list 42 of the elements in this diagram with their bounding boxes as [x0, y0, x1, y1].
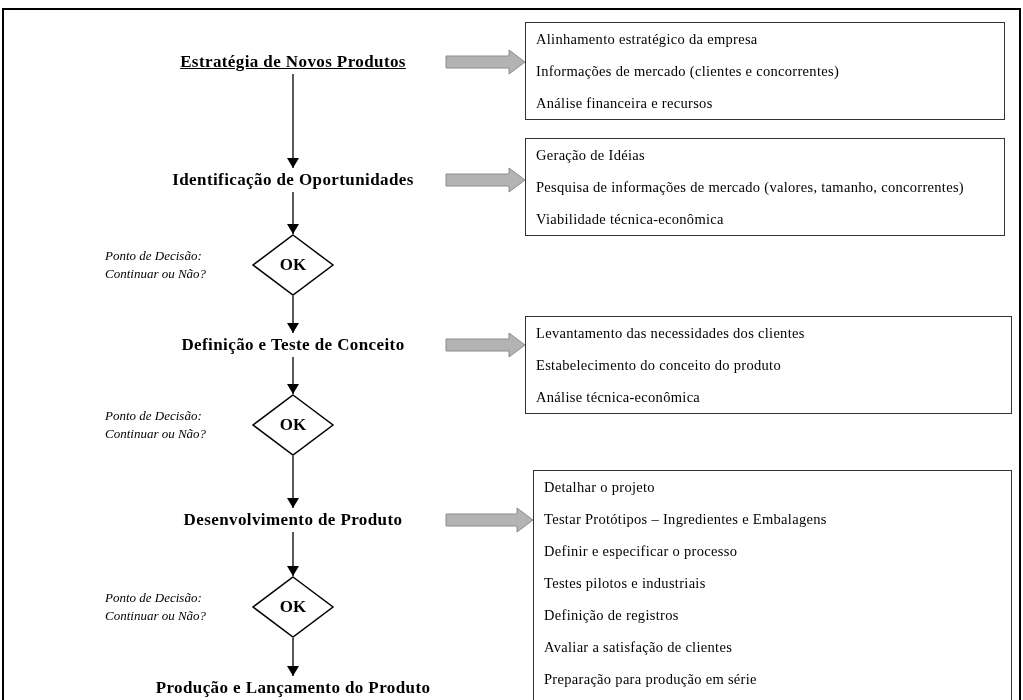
stage-title: Definição e Teste de Conceito: [181, 335, 405, 355]
decision-label: OK: [279, 415, 307, 435]
activity-text: Análise técnica-econômica: [536, 388, 702, 407]
activity-text: Levantamento das necessidades dos clientes: [536, 324, 806, 343]
block-arrow: [445, 332, 526, 358]
block-arrow: [445, 49, 526, 75]
activity-text: Informações de mercado (clientes e concorrentes): [536, 62, 841, 81]
decision-label: OK: [279, 597, 307, 617]
block-arrow: [445, 167, 526, 193]
flow-arrow: [287, 356, 299, 395]
decision-note: Ponto de Decisão: Continuar ou Não?: [105, 589, 208, 625]
stage-title: Identificação de Oportunidades: [172, 170, 414, 190]
activity-text: Geração de Idéias: [536, 146, 646, 165]
activity-text: Estabelecimento do conceito do produto: [536, 356, 782, 375]
flow-arrow: [287, 295, 299, 334]
activity-text: Testar Protótipos – Ingredientes e Embalagens: [544, 510, 828, 529]
flow-arrow: [287, 191, 299, 235]
stage-title: Desenvolvimento de Produto: [183, 510, 403, 530]
decision-label: OK: [279, 255, 307, 275]
activity-text: Definição de registros: [544, 606, 680, 625]
activity-text: Definir e especificar o processo: [544, 542, 739, 561]
block-arrow: [445, 507, 534, 533]
flow-arrow: [287, 531, 299, 577]
activity-text: Pesquisa de informações de mercado (valores, tamanho, concorrentes): [536, 178, 965, 197]
activity-text: Análise financeira e recursos: [536, 94, 714, 113]
flow-arrow: [287, 455, 299, 509]
activity-list-box: [525, 138, 1005, 236]
activity-text: Avaliar a satisfação de clientes: [544, 638, 734, 657]
stage-title: Estratégia de Novos Produtos: [180, 52, 406, 72]
decision-note: Ponto de Decisão: Continuar ou Não?: [105, 247, 208, 283]
activity-text: Preparação para produção em série: [544, 670, 758, 689]
activity-text: Detalhar o projeto: [544, 478, 656, 497]
flow-arrow: [287, 637, 299, 677]
stage-title: Produção e Lançamento do Produto: [155, 678, 431, 698]
activity-text: Viabilidade técnica-econômica: [536, 210, 725, 229]
activity-text: Alinhamento estratégico da empresa: [536, 30, 759, 49]
activity-list-box: [525, 22, 1005, 120]
activity-text: Testes pilotos e industriais: [544, 574, 707, 593]
decision-note: Ponto de Decisão: Continuar ou Não?: [105, 407, 208, 443]
activity-list-box: [525, 316, 1012, 414]
flow-arrow: [287, 73, 299, 169]
activity-list-box: [533, 470, 1012, 700]
